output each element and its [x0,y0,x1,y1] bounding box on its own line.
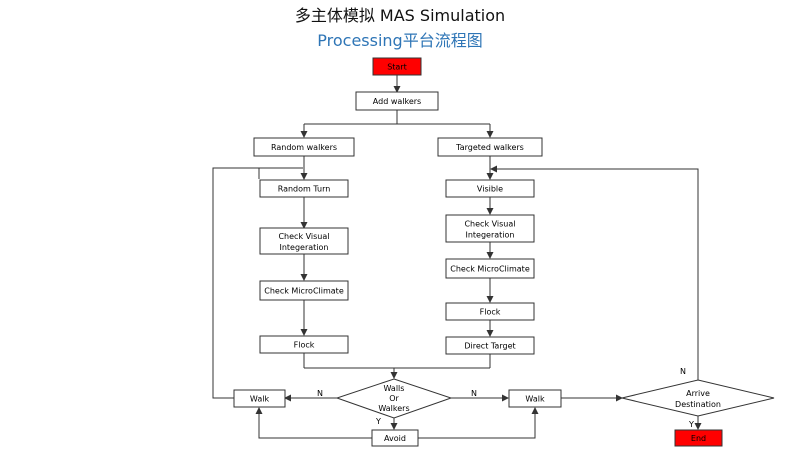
node-check-visual-right-line2: Integeration [465,231,514,240]
decision-walls-line3: Walkers [378,404,409,413]
node-avoid-label: Avoid [384,434,406,443]
node-flock-right-label: Flock [480,308,501,317]
node-flock-right: Flock [445,302,535,321]
node-random-walkers: Random walkers [253,137,355,157]
page-subtitle: Processing平台流程图 [317,31,483,50]
node-walk-right: Walk [508,389,562,408]
node-add-walkers-label: Add walkers [373,97,421,106]
node-avoid: Avoid [371,429,419,447]
flowchart-edges [212,75,702,439]
node-visible-label: Visible [477,185,503,194]
node-start: Start [372,57,422,76]
page-title: 多主体模拟 MAS Simulation [294,6,506,25]
node-check-visual-right: Check Visual Integeration [445,214,535,243]
edge-avoid-walk-left [255,407,372,439]
node-walk-right-label: Walk [525,395,545,404]
decision-walls-line2: Or [389,394,399,403]
edge-arrive-no-loop [490,165,699,380]
node-check-micro-right: Check MicroClimate [445,258,535,279]
node-check-micro-left: Check MicroClimate [259,280,349,301]
decision-arrive-destination: Arrive Destination [621,379,775,417]
node-targeted-walkers-label: Targeted walkers [455,143,524,152]
node-check-visual-left: Check Visual Integeration [259,227,349,255]
node-start-label: Start [387,63,407,72]
node-direct-target-label: Direct Target [464,342,515,351]
node-walk-left: Walk [233,389,286,408]
node-direct-target: Direct Target [445,336,535,355]
node-random-walkers-label: Random walkers [271,143,337,152]
node-visible: Visible [445,179,535,198]
decision-arrive-line1: Arrive [686,389,710,398]
node-targeted-walkers: Targeted walkers [437,137,543,157]
node-check-visual-right-line1: Check Visual [464,220,515,229]
edge-label-arrive-no: N [680,367,686,376]
node-flock-left: Flock [259,335,349,354]
node-flock-left-label: Flock [294,341,315,350]
node-walk-left-label: Walk [250,395,270,404]
edge-label-arrive-yes: Y [688,420,694,429]
node-end-label: End [691,434,706,443]
node-check-micro-left-label: Check MicroClimate [264,287,344,296]
edge-label-walls-right-no: N [471,389,477,398]
edge-label-walls-left-no: N [317,389,323,398]
edge-walk-left-loop [212,167,260,399]
node-end: End [674,429,723,447]
node-random-turn: Random Turn [259,179,349,198]
edge-avoid-walk-right [418,407,539,439]
node-check-visual-left-line2: Integeration [279,243,328,252]
node-random-turn-label: Random Turn [278,185,331,194]
node-add-walkers: Add walkers [355,91,439,111]
decision-arrive-line2: Destination [675,400,721,409]
node-check-visual-left-line1: Check Visual [278,232,329,241]
edge-label-walls-yes: Y [375,417,381,426]
decision-walls-line1: Walls [384,384,405,393]
decision-walls-or-walkers: Walls Or Walkers [335,378,453,419]
node-check-micro-right-label: Check MicroClimate [450,265,530,274]
